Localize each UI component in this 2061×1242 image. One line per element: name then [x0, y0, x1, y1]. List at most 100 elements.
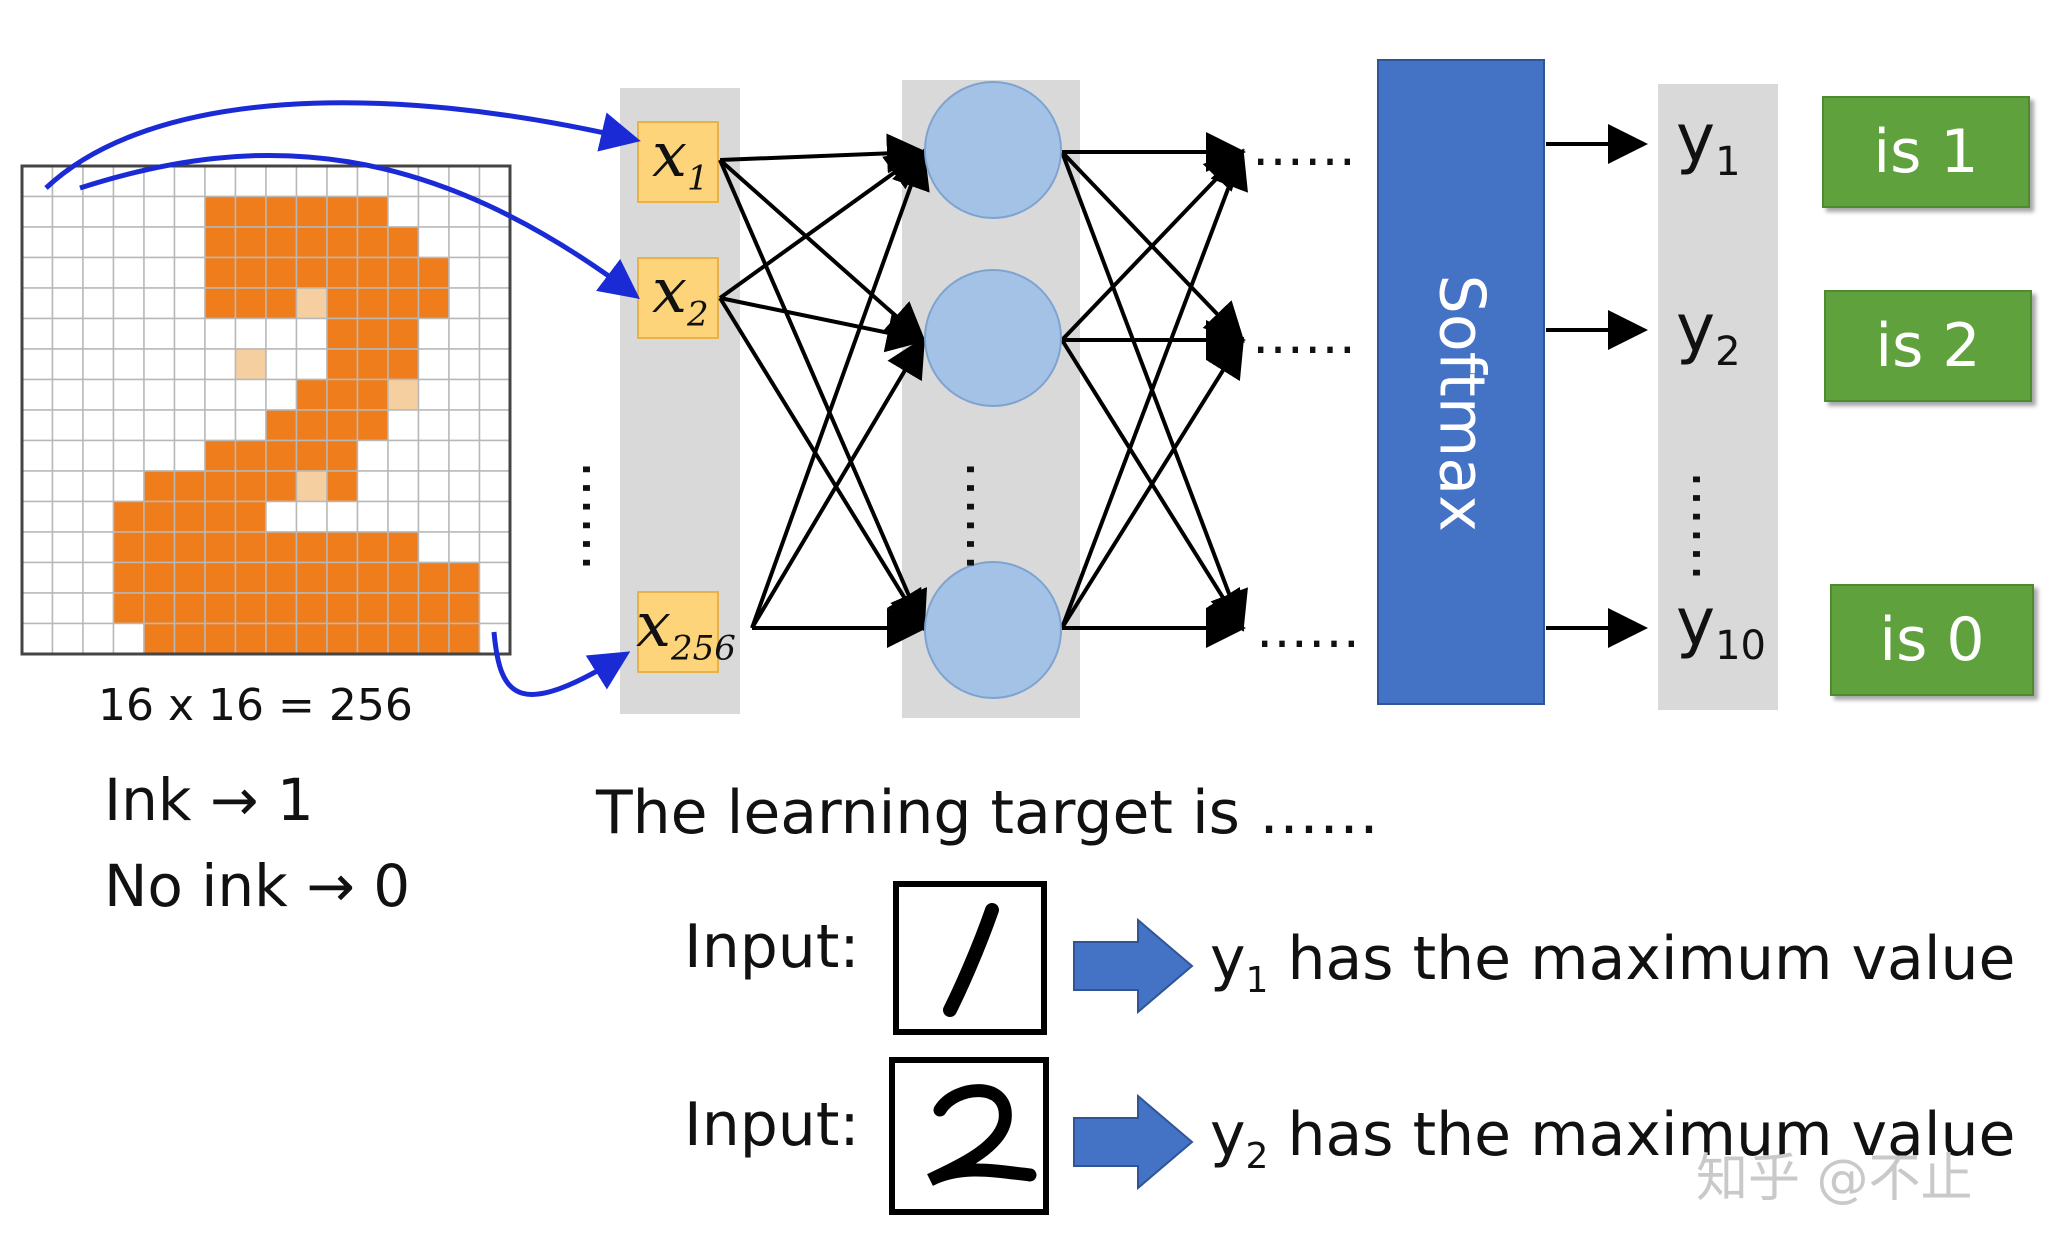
pixel-cell	[143, 409, 176, 442]
pixel2-to-x2-curve	[79, 152, 640, 300]
pixel-cell	[143, 287, 176, 320]
pixel-cell	[21, 348, 54, 381]
pixel-cell	[387, 470, 420, 503]
pixel-cell	[326, 531, 359, 564]
pixel-cell	[326, 287, 359, 320]
pixel-cell	[21, 561, 54, 594]
pixel-cell	[204, 439, 237, 472]
softmax-block	[1377, 59, 1545, 705]
pixel-cell	[356, 561, 389, 594]
pixel-cell	[204, 287, 237, 320]
pixel-cell	[326, 378, 359, 411]
pixel-cell	[448, 348, 481, 381]
input-label-x1: x1	[652, 118, 709, 199]
pixel-cell	[173, 317, 206, 350]
pixel-cell	[387, 256, 420, 289]
pixel-cell	[112, 439, 145, 472]
pixel-cell	[173, 622, 206, 655]
pixel-cell	[143, 439, 176, 472]
pixel-cell	[387, 622, 420, 655]
pixel-cell	[234, 317, 267, 350]
pixel-cell	[173, 409, 206, 442]
pixel-cell	[356, 256, 389, 289]
pixel-cell	[143, 561, 176, 594]
pixel-cell	[21, 317, 54, 350]
pixel-cell	[265, 195, 298, 228]
pixel-cell	[326, 561, 359, 594]
pixel-cell	[326, 165, 359, 198]
pixel-cell	[356, 470, 389, 503]
pixel-cell	[112, 470, 145, 503]
pixel-cell	[326, 317, 359, 350]
pixel-cell	[21, 409, 54, 442]
pixel-cell	[356, 348, 389, 381]
output-vertical-dots: ……	[1679, 470, 1744, 582]
pixel-cell	[295, 500, 328, 533]
pixel-cell	[204, 226, 237, 259]
pixel-cell	[234, 165, 267, 198]
pixel-cell	[356, 378, 389, 411]
pixel-cell	[326, 500, 359, 533]
pixel-cell	[265, 226, 298, 259]
pixel-cell	[112, 287, 145, 320]
pixel-cell	[143, 531, 176, 564]
example-1-result: y1 has the maximum value	[1210, 924, 2016, 1001]
pixel-cell	[417, 287, 450, 320]
pixel-cell	[21, 470, 54, 503]
pixel-cell	[417, 622, 450, 655]
pixel-cell	[478, 439, 511, 472]
connection-arrow	[1060, 336, 1245, 630]
ink-rule-1: Ink → 1	[104, 766, 314, 834]
pixel-cell	[143, 195, 176, 228]
output-layer-panel	[1658, 84, 1778, 710]
connection-arrow	[718, 159, 928, 632]
pixel-cell	[234, 378, 267, 411]
pixel-cell	[295, 439, 328, 472]
pixel-cell	[356, 439, 389, 472]
pixel-cell	[21, 378, 54, 411]
output-label-y1: y1	[1676, 100, 1741, 186]
pixel-cell	[387, 378, 420, 411]
pixel-cell	[478, 470, 511, 503]
pixel-cell	[387, 226, 420, 259]
pixel-cell	[265, 439, 298, 472]
pixel-cell	[234, 531, 267, 564]
pixel-cell	[295, 409, 328, 442]
pixel-cell	[21, 165, 54, 198]
pixel-cell	[295, 317, 328, 350]
pixel-cell	[448, 500, 481, 533]
pixel-cell	[173, 348, 206, 381]
pixel-cell	[478, 378, 511, 411]
pixel-cell	[112, 317, 145, 350]
pixel-cell	[265, 256, 298, 289]
pixel-cell	[326, 409, 359, 442]
input-label-x256: x256	[636, 588, 736, 669]
pixel-cell	[143, 378, 176, 411]
pixel-cell	[173, 470, 206, 503]
pixel-cell	[51, 561, 84, 594]
pixel-cell	[387, 317, 420, 350]
pixel-cell	[204, 348, 237, 381]
pixel-cell	[326, 226, 359, 259]
pixel-cell	[173, 561, 206, 594]
pixel-cell	[204, 317, 237, 350]
pixel-cell	[234, 561, 267, 594]
pixel-cell	[387, 439, 420, 472]
pixel-cell	[356, 287, 389, 320]
example-1-input-label: Input:	[684, 912, 860, 982]
pixel-cell	[265, 165, 298, 198]
pixel-cell	[295, 226, 328, 259]
connection-arrow	[719, 296, 927, 353]
pixel-cell	[234, 470, 267, 503]
class-box-0: is 0	[1830, 584, 2034, 696]
pixel-cell	[356, 195, 389, 228]
pixel-cell	[448, 226, 481, 259]
pixel-cell	[82, 470, 115, 503]
pixel-cell	[143, 500, 176, 533]
pixel-cell	[143, 226, 176, 259]
pixel-cell	[112, 256, 145, 289]
pixel-cell	[326, 470, 359, 503]
pixel-cell	[173, 592, 206, 625]
pixel-cell	[387, 348, 420, 381]
